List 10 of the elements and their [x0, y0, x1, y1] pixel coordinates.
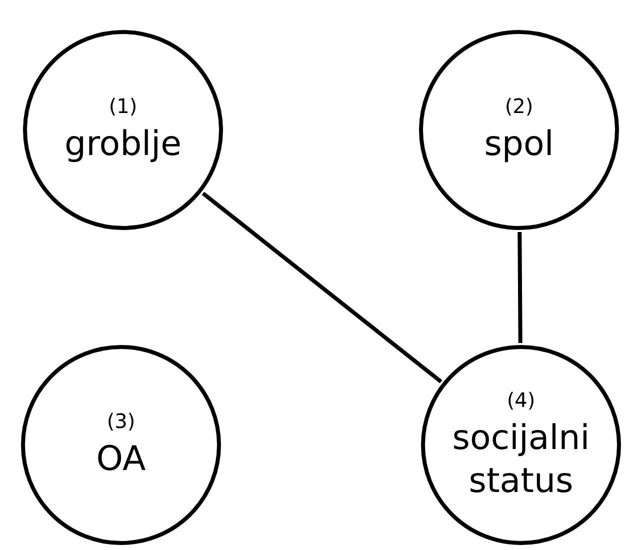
node-label: groblje: [63, 123, 182, 166]
node-label: spol: [483, 123, 555, 166]
node-number: (1): [108, 94, 138, 120]
node-number: (4): [506, 388, 536, 413]
connector-line: [202, 192, 442, 384]
connector-line: [518, 232, 522, 343]
node-label: OA: [95, 438, 147, 481]
node-label: socijalni status: [451, 417, 591, 502]
node-number: (2): [504, 94, 534, 120]
node-number: (3): [106, 409, 136, 434]
